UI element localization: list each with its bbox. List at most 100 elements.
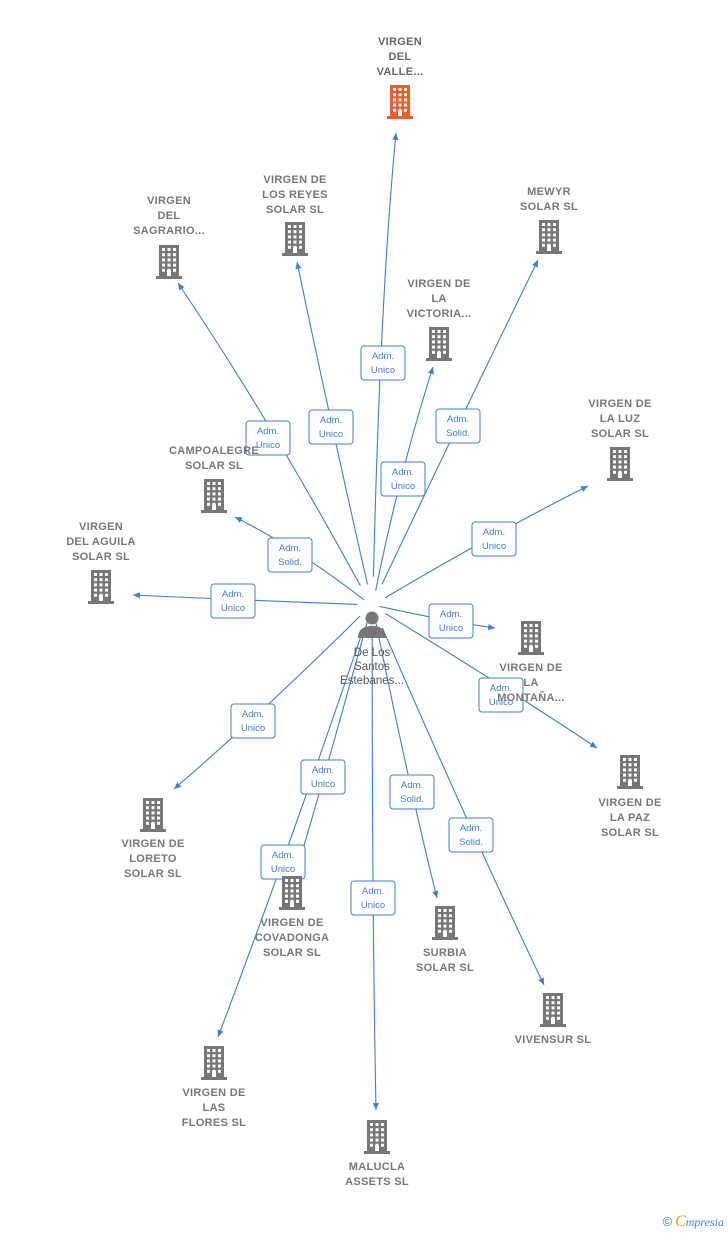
node-label: LA LUZ [600, 413, 641, 425]
node-virgen-de-la-montana[interactable]: VIRGEN DE LA MONTAÑA... [497, 621, 565, 704]
node-label: SOLAR SL [416, 962, 474, 974]
node-label: SOLAR SL [72, 551, 130, 563]
edge-label-box [435, 408, 481, 444]
building-icon [518, 621, 544, 655]
center-person[interactable]: De LosSantosEstebanes... [340, 611, 404, 688]
edge-label-campoalegre[interactable]: Adm. Solid. [267, 537, 313, 573]
edge-virgen-del-valle [372, 132, 399, 577]
node-vivensur[interactable]: VIVENSUR SL [515, 993, 592, 1046]
edge-label-virgen-de-la-victoria[interactable]: Adm.Unico [380, 461, 426, 497]
building-icon [279, 876, 305, 910]
edge-label-text: Unico [241, 723, 265, 734]
edge-label-text: Adm. [490, 683, 512, 694]
edge-label-surbia[interactable]: Adm. Solid. [389, 774, 435, 810]
node-label: SOLAR SL [266, 204, 324, 216]
edge-label-text: Unico [489, 697, 513, 708]
edge-label-box [448, 817, 494, 853]
edge-labels-layer: Adm.UnicoAdm.UnicoAdm.UnicoAdm.Solid.Adm… [210, 345, 524, 916]
edge-label-text: Adm. [483, 527, 505, 538]
edge-label-box [360, 345, 406, 381]
building-icon [156, 245, 182, 279]
edge-label-text: Adm. [242, 709, 264, 720]
edge-label-text: Adm. [401, 780, 423, 791]
edge-label-text: Unico [256, 440, 280, 451]
person-name: Estebanes... [340, 675, 404, 687]
edge-label-virgen-del-valle[interactable]: Adm.Unico [360, 345, 406, 381]
edge-label-virgen-de-covadonga[interactable]: Adm.Unico [300, 759, 346, 795]
copyright-icon: © [662, 1214, 673, 1229]
node-label: MALUCLA [349, 1161, 405, 1173]
node-label: SOLAR SL [601, 827, 659, 839]
node-label: VIRGEN DE [588, 398, 651, 410]
edge-label-text: Unico [221, 603, 245, 614]
node-label: VIRGEN DE [121, 838, 184, 850]
node-label: VICTORIA... [407, 308, 472, 320]
edge-label-text: Solid. [459, 837, 483, 848]
brand-logo-text: mpresia [685, 1215, 724, 1229]
node-label: SOLAR SL [263, 947, 321, 959]
edge-label-virgen-de-la-luz[interactable]: Adm.Unico [471, 521, 517, 557]
edge-label-text: Solid. [278, 557, 302, 568]
node-label: SOLAR SL [124, 868, 182, 880]
building-icon [607, 447, 633, 481]
edge-label-box [245, 420, 291, 456]
edge-label-mewyr[interactable]: Adm.Solid. [435, 408, 481, 444]
edge-label-box [267, 537, 313, 573]
building-icon [140, 798, 166, 832]
edge-label-text: Adm. [272, 850, 294, 861]
node-label: DEL [158, 210, 181, 222]
person-name: De Los [354, 647, 391, 659]
edge-label-text: Adm. [392, 467, 414, 478]
building-icon [201, 1046, 227, 1080]
node-label: SURBIA [423, 947, 467, 959]
edge-label-box [428, 603, 474, 639]
edge-label-text: Unico [311, 779, 335, 790]
node-label: VIVENSUR SL [515, 1034, 592, 1046]
edge-label-virgen-de-los-reyes[interactable]: Adm.Unico [308, 409, 354, 445]
edge-label-text: Solid. [400, 794, 424, 805]
edge-label-virgen-del-aguila[interactable]: Adm.Unico [210, 583, 256, 619]
edge-label-vivensur[interactable]: Adm.Solid. [448, 817, 494, 853]
edge-label-text: Unico [271, 864, 295, 875]
node-virgen-del-valle[interactable]: VIRGENDELVALLE... [377, 36, 424, 119]
building-icon [617, 755, 643, 789]
node-surbia[interactable]: SURBIA SOLAR SL [416, 906, 474, 974]
edge-label-virgen-de-la-montana[interactable]: Adm.Unico [428, 603, 474, 639]
node-label: LA [523, 677, 538, 689]
node-label: VIRGEN [147, 195, 191, 207]
node-label: MONTAÑA... [497, 691, 565, 704]
node-label: LAS [203, 1102, 226, 1114]
edge-label-virgen-de-las-flores[interactable]: Adm. Unico [260, 844, 306, 880]
edge-label-virgen-del-sagrario[interactable]: Adm.Unico [245, 420, 291, 456]
edge-label-text: Unico [361, 900, 385, 911]
edge-label-virgen-de-la-paz[interactable]: Adm. Unico [478, 677, 524, 713]
node-label: VIRGEN DE [499, 662, 562, 674]
edge-label-box [471, 521, 517, 557]
edge-label-text: Unico [319, 429, 343, 440]
edge-label-text: Adm. [372, 351, 394, 362]
brand-logo-letter: C [675, 1213, 686, 1230]
node-virgen-de-la-victoria[interactable]: VIRGEN DELAVICTORIA... [407, 278, 472, 361]
node-label: LA [431, 293, 446, 305]
node-label: VIRGEN DE [182, 1087, 245, 1099]
edge-label-text: Adm. [279, 543, 301, 554]
building-icon [387, 85, 413, 119]
edge-label-virgen-de-loreto[interactable]: Adm. Unico [230, 703, 276, 739]
edge-label-box [350, 880, 396, 916]
edge-label-malucla[interactable]: Adm.Unico [350, 880, 396, 916]
node-virgen-del-sagrario[interactable]: VIRGENDELSAGRARIO... [133, 195, 205, 279]
node-label: CAMPOALEGRE [169, 445, 259, 457]
edge-label-text: Adm. [447, 414, 469, 425]
node-label: LA PAZ [610, 812, 650, 824]
